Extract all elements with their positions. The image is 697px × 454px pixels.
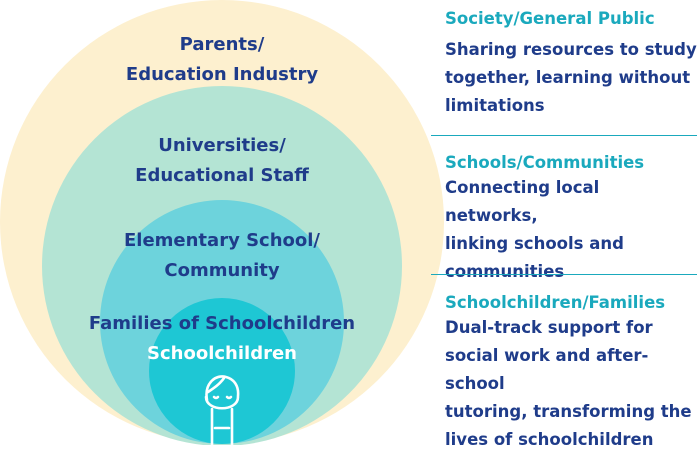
ring-label-elementary-school: Elementary School/ Community xyxy=(123,230,320,281)
ring-label-parents: Parents/ Education Industry xyxy=(125,34,319,85)
divider-2 xyxy=(431,274,697,275)
inner-circle xyxy=(149,298,295,444)
ring-label-families: Families of Schoolchildren xyxy=(88,313,356,334)
block-title: Schoolchildren/Families xyxy=(445,293,666,312)
divider-1 xyxy=(431,135,697,136)
block-title: Schools/Communities xyxy=(445,153,645,172)
block-description: Dual-track support for social work and a… xyxy=(445,318,692,449)
block-title: Society/General Public xyxy=(445,9,655,28)
ring-label-universities: Universities/ Educational Staff xyxy=(135,135,309,186)
block-society: Society/General Public Sharing resources… xyxy=(445,8,697,120)
ring-label-schoolchildren: Schoolchildren xyxy=(147,343,297,364)
child-face-icon xyxy=(204,375,240,445)
block-description: Connecting local networks, linking schoo… xyxy=(445,178,624,281)
block-description: Sharing resources to study together, lea… xyxy=(445,40,697,115)
block-schoolchildren: Schoolchildren/Families Dual-track suppo… xyxy=(445,292,697,454)
block-schools: Schools/Communities Connecting local net… xyxy=(445,152,697,286)
